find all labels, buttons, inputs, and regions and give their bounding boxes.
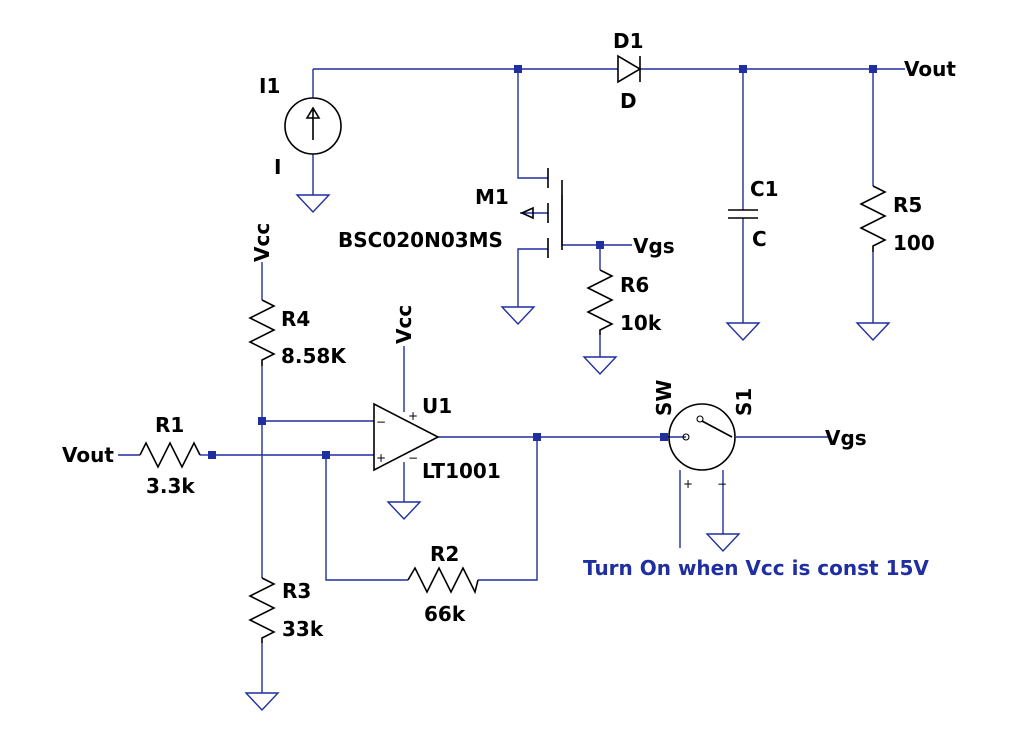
diode-d1 xyxy=(617,54,642,84)
d1-value: D xyxy=(620,89,637,113)
wire-mosfet-drain xyxy=(517,69,548,179)
c1-name: C1 xyxy=(750,177,779,201)
net-label-vgs: Vgs xyxy=(633,234,675,258)
i1-name: I1 xyxy=(259,74,280,98)
u1-value: LT1001 xyxy=(422,459,501,483)
r1-name: R1 xyxy=(155,413,184,437)
switch-blade-icon xyxy=(701,420,733,438)
ground-icon xyxy=(295,194,331,214)
current-source-icon xyxy=(284,97,342,155)
junction-dot xyxy=(739,65,747,73)
labels: I1 I D1 D Vout M1 BSC020N03MS Vgs R6 10k… xyxy=(62,29,956,641)
mosfet-m1 xyxy=(520,168,563,258)
annotation-note: Turn On when Vcc is const 15V xyxy=(583,556,929,580)
ground-icon xyxy=(244,692,280,712)
opamp-minus-pin: − xyxy=(376,415,386,429)
capacitor-c1 xyxy=(728,209,758,219)
net-label-vgs: Vgs xyxy=(825,426,867,450)
resistor-r1-icon xyxy=(139,441,201,469)
resistor-r3-icon xyxy=(248,577,276,643)
mosfet-arrow-icon xyxy=(520,206,534,220)
capacitor-icon xyxy=(728,209,758,219)
ground-icon xyxy=(855,322,891,342)
net-label-vcc: Vcc xyxy=(250,223,274,262)
junction-dot xyxy=(258,417,266,425)
r5-name: R5 xyxy=(893,193,922,217)
grounds xyxy=(244,194,891,712)
net-label-vout: Vout xyxy=(904,57,956,81)
resistor-r2-icon xyxy=(407,566,479,595)
opamp-gnd-pin: − xyxy=(408,451,418,465)
u1-name: U1 xyxy=(422,394,452,418)
resistor-r6-icon xyxy=(586,269,614,335)
s1-model: SW xyxy=(652,380,676,416)
switch-contact-icon xyxy=(696,415,704,423)
switch-s1: + − xyxy=(668,403,736,491)
m1-name: M1 xyxy=(475,185,509,209)
switch-plus-pin: + xyxy=(683,477,693,491)
r4-name: R4 xyxy=(281,307,310,331)
wire-mosfet-source xyxy=(517,248,548,307)
resistor-r5-icon xyxy=(859,185,887,252)
switch-contact-icon xyxy=(682,433,690,441)
r6-value: 10k xyxy=(620,311,662,335)
ground-icon xyxy=(500,306,536,326)
junction-dot xyxy=(869,65,877,73)
junction-dot xyxy=(533,433,541,441)
junction-dot xyxy=(596,241,604,249)
junctions xyxy=(208,65,877,459)
junction-dot xyxy=(660,433,668,441)
wire-r2-left xyxy=(325,455,408,581)
junction-dot xyxy=(322,451,330,459)
r5-value: 100 xyxy=(893,231,935,255)
resistor-r4-icon xyxy=(248,299,276,366)
s1-name: S1 xyxy=(732,388,756,416)
r2-value: 66k xyxy=(424,602,466,626)
ground-icon xyxy=(725,322,761,342)
net-label-vcc: Vcc xyxy=(392,305,416,344)
opamp-triangle-icon xyxy=(373,402,440,472)
opamp-plus-pin: + xyxy=(376,451,386,465)
opamp-vcc-pin: + xyxy=(408,409,418,423)
switch-minus-pin: − xyxy=(717,477,727,491)
net-label-vout: Vout xyxy=(62,443,114,467)
wires xyxy=(118,68,905,693)
r3-value: 33k xyxy=(282,617,324,641)
r6-name: R6 xyxy=(620,273,649,297)
current-source-i1 xyxy=(284,97,342,155)
opamp-u1: − + + − xyxy=(373,402,440,472)
switch-body-icon xyxy=(668,403,736,471)
ground-icon xyxy=(582,356,618,376)
r3-name: R3 xyxy=(282,579,311,603)
arrow-up-icon xyxy=(305,106,321,140)
ground-icon xyxy=(705,533,741,553)
i1-value: I xyxy=(274,155,281,179)
c1-value: C xyxy=(752,227,767,251)
diode-triangle-icon xyxy=(617,54,642,84)
wire-r2-right xyxy=(478,437,538,581)
r1-value: 3.3k xyxy=(146,474,195,498)
ground-icon xyxy=(386,501,422,521)
wire-mosfet-gate xyxy=(561,195,632,246)
r4-value: 8.58K xyxy=(281,344,347,368)
r2-name: R2 xyxy=(430,542,459,566)
m1-value: BSC020N03MS xyxy=(338,228,503,252)
junction-dot xyxy=(514,65,522,73)
junction-dot xyxy=(208,451,216,459)
d1-name: D1 xyxy=(613,29,644,53)
